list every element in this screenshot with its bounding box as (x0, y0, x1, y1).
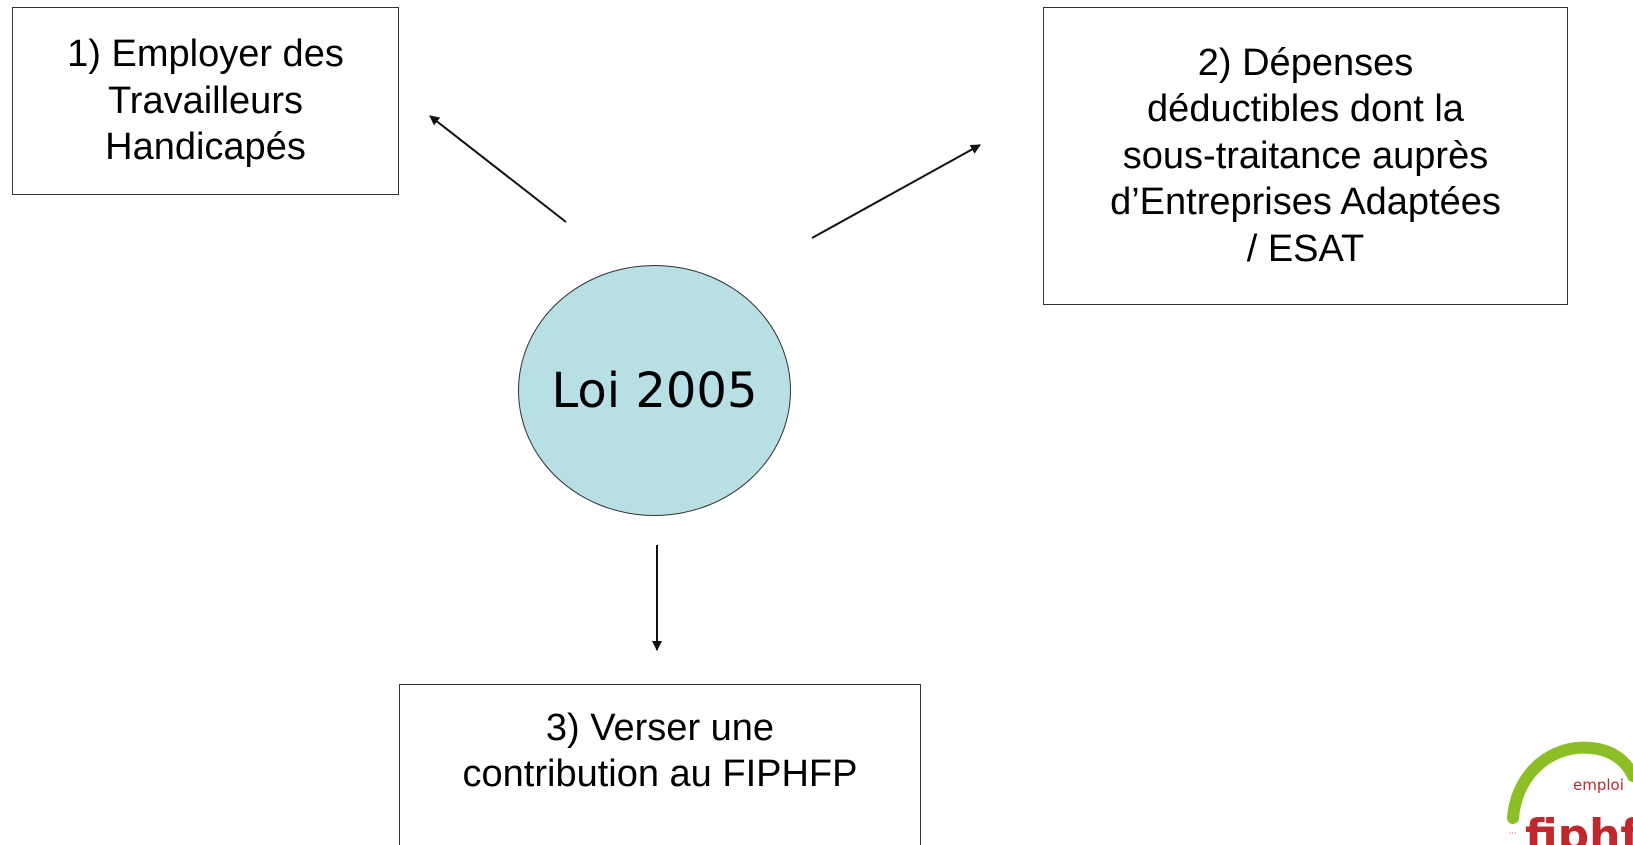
logo-small-text: emploi (1573, 776, 1624, 794)
arrow-to-box-2 (811, 144, 981, 239)
box-depenses-deductibles: 2) Dépenses déductibles dont la sous-tra… (1043, 7, 1568, 305)
center-ellipse: Loi 2005 (518, 265, 791, 516)
box-1-text: 1) Employer des Travailleurs Handicapés (67, 33, 344, 169)
center-label: Loi 2005 (551, 362, 758, 419)
box-2-text: 2) Dépenses déductibles dont la sous-tra… (1110, 42, 1501, 270)
box-verser-contribution: 3) Verser une contribution au FIPHFP (399, 684, 921, 845)
box-employer-travailleurs: 1) Employer des Travailleurs Handicapés (12, 7, 399, 195)
logo-main-text: fiphfp (1525, 810, 1633, 845)
arrow-to-box-1 (429, 115, 567, 223)
svg-text:···: ··· (1509, 829, 1517, 838)
fiphfp-logo: emploi ··· fiphfp (1507, 741, 1633, 845)
box-3-text: 3) Verser une contribution au FIPHFP (462, 707, 858, 796)
